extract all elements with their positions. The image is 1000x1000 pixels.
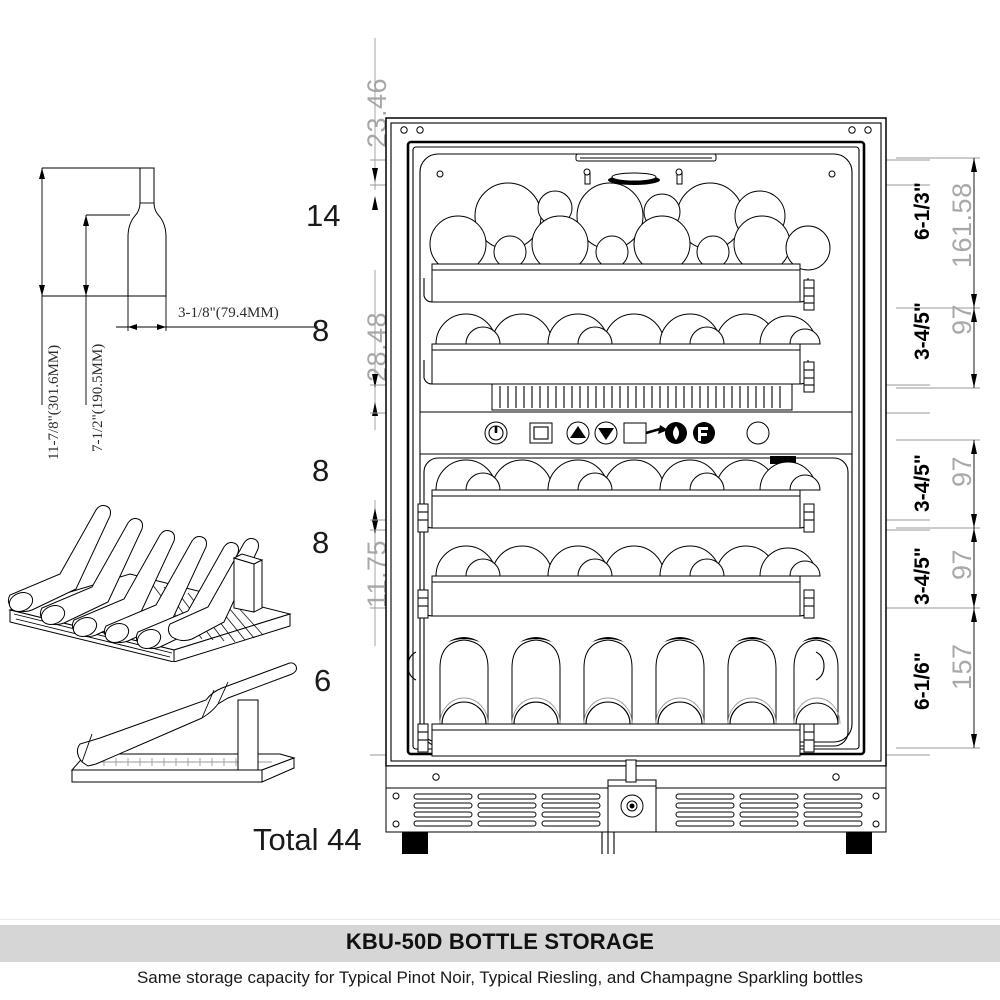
shelf-count-4: 8 — [312, 525, 330, 560]
leveling-foot-left — [402, 832, 428, 854]
celsius-fahrenheit-icon — [693, 422, 715, 444]
caption-band — [0, 925, 1000, 962]
bottle-body-height-text: 7-1/2"(190.5MM) — [90, 343, 106, 452]
bottle-neck-caps — [583, 168, 683, 185]
shelf-plate-1 — [431, 263, 801, 303]
shelf-plate-3 — [431, 489, 801, 529]
power-icon — [484, 421, 508, 445]
bottle-profile-outline — [127, 167, 167, 297]
screw — [848, 126, 856, 134]
caption-hairline — [0, 919, 1000, 920]
shelf-count-2: 8 — [312, 313, 330, 348]
shelf-rail-brackets-4 — [417, 589, 815, 619]
total-count-label: Total 44 — [253, 822, 362, 857]
leveling-foot-right — [846, 832, 872, 854]
single-bottle-rack-illustration — [62, 662, 307, 802]
angled-bottle — [76, 662, 297, 767]
caption-subtitle: Same storage capacity for Typical Pinot … — [136, 968, 864, 987]
shelf-plate-4 — [431, 575, 801, 617]
right-dim-5-metric: 157 — [947, 643, 977, 690]
right-dim-4-metric: 97 — [947, 548, 977, 580]
bottle-profile-detail: 3-1/8"(79.4MM) — [18, 155, 318, 405]
dim-line-body-height — [78, 214, 130, 405]
caption-title: KBU-50D BOTTLE STORAGE — [345, 929, 655, 954]
grille-slots-right — [675, 793, 863, 827]
down-arrow-icon — [594, 421, 618, 445]
grille-slots-left — [413, 793, 601, 827]
shelf-2-bottles — [435, 313, 821, 345]
display-square-icon — [529, 422, 553, 444]
led-light-bar — [575, 153, 717, 162]
shelf-count-1: 14 — [306, 198, 341, 233]
up-arrow-icon — [566, 421, 590, 445]
shelf-1-bottles — [429, 168, 831, 273]
shelf-4-bottles — [435, 545, 821, 577]
light-icon — [665, 422, 687, 444]
shelf-5-bottles — [439, 637, 841, 725]
shelf-rail-brackets-3 — [417, 503, 815, 533]
shelf-count-3: 8 — [312, 453, 330, 488]
right-dim-2-metric: 97 — [947, 303, 977, 335]
shelf-plate-5 — [431, 723, 801, 757]
shelf-3-bottles — [435, 459, 821, 491]
screw — [400, 126, 408, 134]
screw — [436, 170, 444, 178]
bottle-diameter-label: 3-1/8"(79.4MM) — [178, 305, 279, 321]
door-latch — [770, 456, 796, 464]
screw — [828, 170, 836, 178]
right-dimension-ladder — [896, 140, 1000, 760]
screw — [864, 126, 872, 134]
left-dimension-lines — [330, 30, 410, 860]
indicator-circle-icon — [746, 421, 770, 445]
shelf-plate-2 — [431, 343, 801, 385]
wine-cooler-front-view — [380, 112, 900, 872]
base-plinth — [385, 759, 887, 854]
bottle-total-height-text: 11-7/8"(301.6MM) — [46, 344, 62, 460]
screw — [416, 126, 424, 134]
shelf-count-5: 6 — [314, 663, 332, 698]
control-panel — [419, 411, 853, 455]
sliding-shelf-illustration — [2, 462, 292, 662]
right-dim-1-metric: 161.58 — [947, 182, 977, 268]
right-dim-3-metric: 97 — [947, 455, 977, 487]
vent-grille — [491, 383, 793, 411]
shelf-rail-brackets-5 — [417, 723, 815, 753]
zone-switch-icon — [623, 422, 668, 444]
shelf-rail-brackets — [803, 279, 815, 393]
dim-line-diameter — [116, 296, 318, 331]
center-lock — [601, 759, 657, 854]
